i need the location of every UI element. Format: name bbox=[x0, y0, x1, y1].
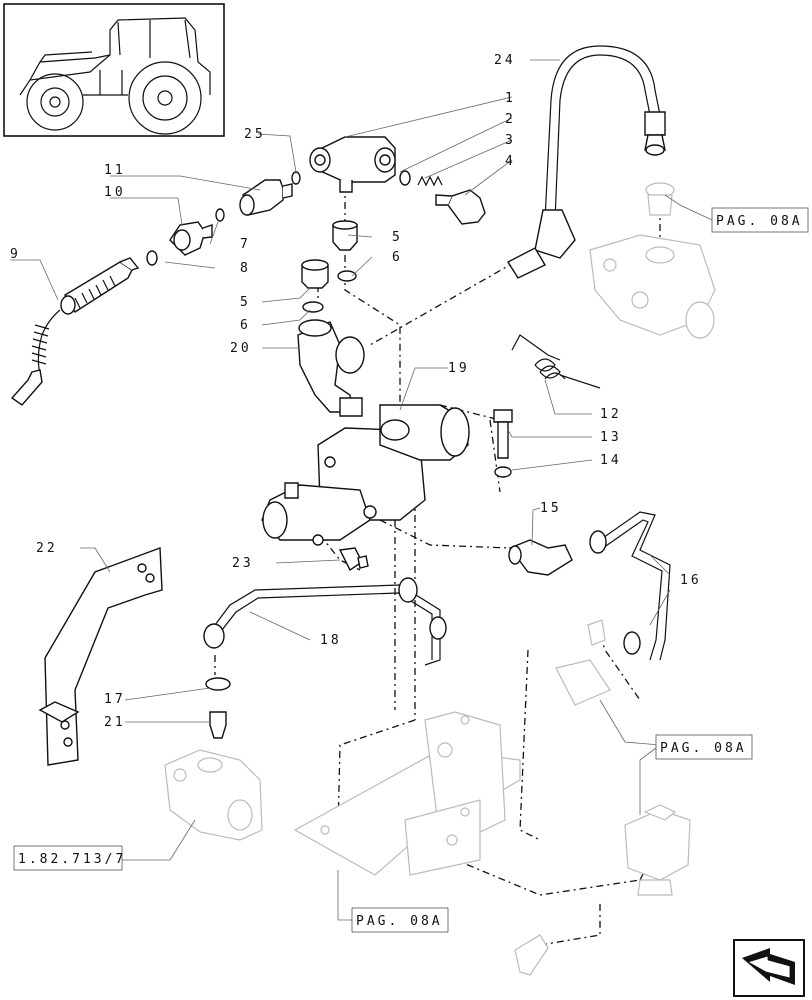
spring-clip-part-12 bbox=[511, 334, 601, 389]
label-part-12: 12 bbox=[600, 407, 622, 422]
label-part-6-upper: 6 bbox=[392, 250, 403, 265]
label-part-9: 9 bbox=[10, 247, 21, 262]
reference-pag-top[interactable]: PAG. 08A bbox=[711, 207, 809, 233]
label-part-19: 19 bbox=[448, 361, 470, 376]
brake-valve-ghost bbox=[589, 182, 716, 339]
solenoid-ghost bbox=[624, 804, 691, 896]
washer-part-14 bbox=[494, 466, 512, 478]
label-part-10: 10 bbox=[104, 185, 126, 200]
mounting-plate bbox=[293, 711, 521, 876]
plug-part-5-lower bbox=[301, 259, 329, 289]
fitting-ghost-right bbox=[555, 619, 611, 706]
reference-catalog-text: 1.82.713/7 bbox=[18, 852, 126, 867]
label-part-13: 13 bbox=[600, 430, 622, 445]
bracket-part-22 bbox=[38, 547, 163, 766]
nut-part-10 bbox=[169, 221, 213, 256]
label-part-4: 4 bbox=[505, 154, 516, 169]
oring-part-17 bbox=[205, 677, 231, 691]
label-part-18: 18 bbox=[320, 633, 342, 648]
label-part-5-lower: 5 bbox=[240, 295, 251, 310]
seal-part-7 bbox=[215, 208, 225, 222]
reference-catalog[interactable]: 1.82.713/7 bbox=[13, 845, 126, 871]
label-part-1: 1 bbox=[505, 91, 516, 106]
plug-part-4 bbox=[435, 189, 486, 225]
part-labels: 1 2 3 4 25 11 10 7 8 9 5 6 5 6 20 19 12 … bbox=[10, 53, 702, 730]
adapter-part-11 bbox=[239, 179, 293, 216]
tractor-thumbnail-icon[interactable] bbox=[3, 3, 225, 137]
spring-part-3 bbox=[417, 175, 443, 187]
seal-part-25 bbox=[291, 171, 301, 185]
pipe-part-18 bbox=[203, 577, 447, 666]
label-part-16: 16 bbox=[680, 573, 702, 588]
connector-part-21 bbox=[209, 711, 227, 739]
sender-part-9 bbox=[10, 257, 140, 406]
label-part-2: 2 bbox=[505, 112, 516, 127]
seal-ring-part-2 bbox=[399, 170, 411, 186]
reference-pag-top-text: PAG. 08A bbox=[716, 214, 803, 229]
next-page-arrow-icon[interactable] bbox=[733, 939, 805, 997]
reference-pag-mid-text: PAG. 08A bbox=[660, 741, 747, 756]
elbow-part-15 bbox=[508, 539, 573, 576]
nipple-part-23 bbox=[338, 547, 369, 572]
label-part-3: 3 bbox=[505, 133, 516, 148]
label-part-8: 8 bbox=[240, 261, 251, 276]
elbow-ghost-bottom bbox=[514, 934, 549, 976]
washer-part-8 bbox=[146, 250, 158, 266]
bolt-part-13 bbox=[493, 409, 513, 459]
label-part-24: 24 bbox=[494, 53, 516, 68]
pipe-part-16 bbox=[589, 511, 671, 661]
valve-body-part-19 bbox=[261, 404, 470, 546]
label-part-21: 21 bbox=[104, 715, 126, 730]
leader-lines bbox=[10, 59, 713, 921]
label-part-25: 25 bbox=[244, 127, 266, 142]
label-part-15: 15 bbox=[540, 501, 562, 516]
reference-pag-bottom[interactable]: PAG. 08A bbox=[351, 907, 449, 933]
oring-part-6-upper bbox=[337, 270, 357, 282]
label-part-23: 23 bbox=[232, 556, 254, 571]
label-part-22: 22 bbox=[36, 541, 58, 556]
tee-fitting-part-1 bbox=[309, 136, 396, 193]
label-part-17: 17 bbox=[104, 692, 126, 707]
label-part-14: 14 bbox=[600, 453, 622, 468]
oring-part-6-lower bbox=[302, 301, 324, 313]
label-part-7: 7 bbox=[240, 237, 251, 252]
label-part-5-upper: 5 bbox=[392, 230, 403, 245]
reference-pag-mid[interactable]: PAG. 08A bbox=[655, 734, 753, 760]
elbow-part-20 bbox=[297, 319, 365, 417]
manifold-ghost bbox=[164, 749, 263, 841]
label-part-6-lower: 6 bbox=[240, 318, 251, 333]
reference-pag-bottom-text: PAG. 08A bbox=[356, 914, 443, 929]
label-part-11: 11 bbox=[104, 163, 126, 178]
label-part-20: 20 bbox=[230, 341, 252, 356]
plug-part-5-upper bbox=[332, 220, 358, 251]
hose-part-24 bbox=[507, 45, 666, 279]
